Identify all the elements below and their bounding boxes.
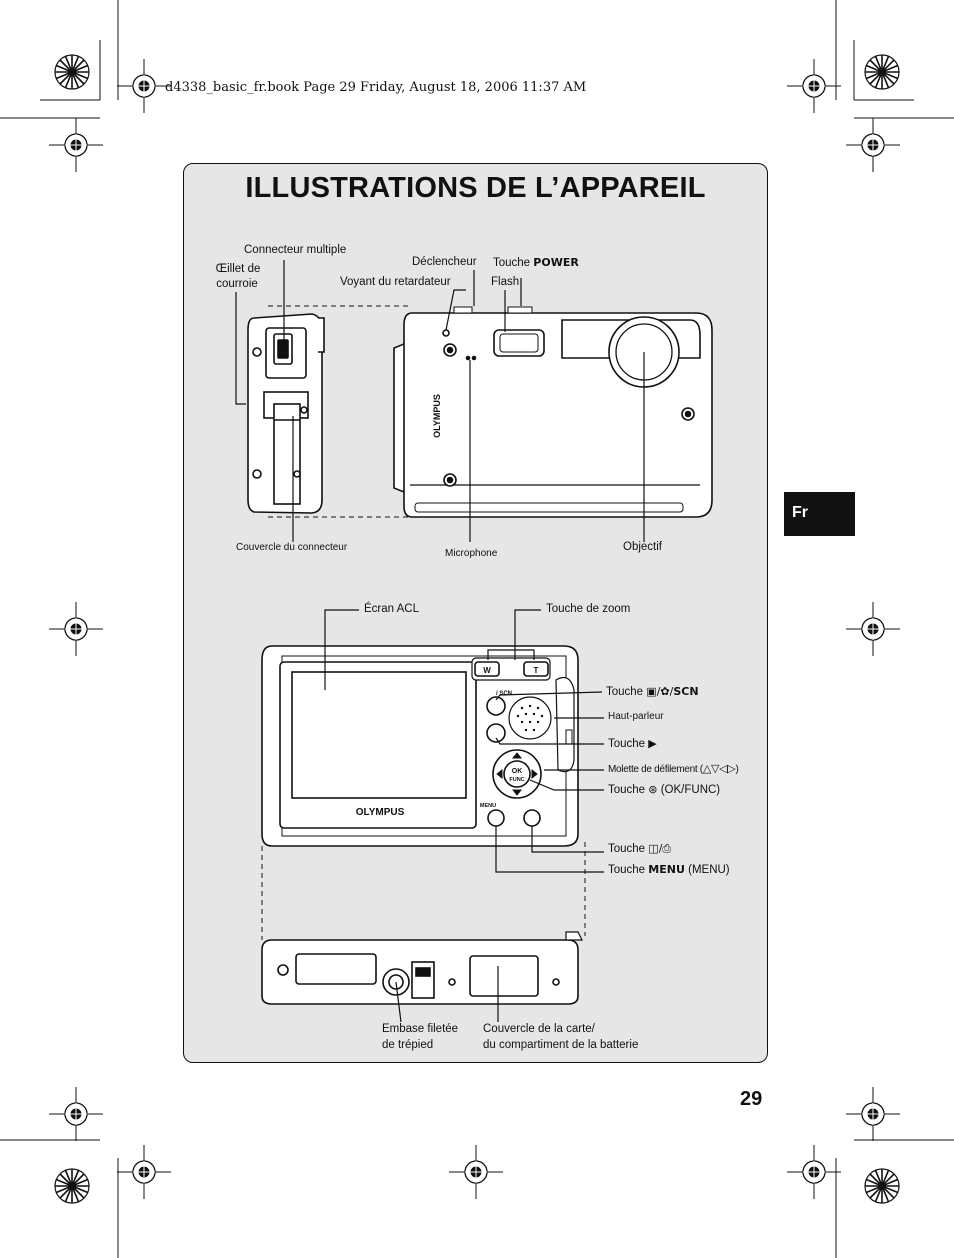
dial-arrows <box>496 752 538 796</box>
scn-small-mark: / SCN <box>496 691 512 697</box>
label-touche-zoom: Touche de zoom <box>546 603 631 615</box>
book-header-line: d4338_basic_fr.book Page 29 Friday, Augu… <box>165 80 587 95</box>
label-haut-parleur: Haut-parleur <box>608 711 664 722</box>
label-touche-mode: Touche ▣/✿/SCN <box>606 685 699 698</box>
label-touche-impression: Touche ◫/⎙ <box>608 842 672 855</box>
ok-mark: OK <box>512 768 523 775</box>
menu-mark: MENU <box>480 803 496 809</box>
label-touche-ok: Touche ⊛ (OK/FUNC) <box>608 783 721 796</box>
label-ecran-acl: Écran ACL <box>364 603 419 615</box>
label-couvercle-carte-1: Couvercle de la carte/ <box>483 1023 595 1035</box>
front-brand-text: OLYMPUS <box>432 394 442 438</box>
label-touche-power: Touche POWER <box>493 256 579 269</box>
label-couvercle-connecteur: Couvercle du connecteur <box>236 542 348 553</box>
label-molette: Molette de défilement (△▽◁▷) <box>608 762 739 775</box>
label-connecteur-multiple: Connecteur multiple <box>244 244 347 256</box>
camera-side-view <box>247 313 325 514</box>
speaker-holes <box>516 704 544 732</box>
camera-bottom-view <box>261 931 583 1005</box>
label-objectif: Objectif <box>623 541 662 553</box>
label-oeillet-2: courroie <box>216 278 258 290</box>
label-couvercle-carte-2: du compartiment de la batterie <box>483 1039 639 1051</box>
camera-back-view <box>261 645 579 847</box>
leader-lines <box>235 260 645 1023</box>
label-touche-lecture: Touche ▶ <box>608 737 657 750</box>
func-mark: FUNC <box>509 777 524 783</box>
zoom-w-mark: W <box>483 666 491 675</box>
label-embase-1: Embase filetée <box>382 1023 459 1035</box>
label-oeillet-1: Œillet de <box>215 263 261 275</box>
back-brand-text: OLYMPUS <box>356 807 405 818</box>
label-declencheur: Déclencheur <box>412 256 477 268</box>
label-microphone: Microphone <box>445 548 498 559</box>
zoom-t-mark: T <box>534 666 539 675</box>
label-flash: Flash <box>491 276 520 288</box>
label-voyant: Voyant du retardateur <box>340 276 451 288</box>
label-touche-menu: Touche MENU (MENU) <box>608 863 730 876</box>
page-number: 29 <box>740 1088 763 1110</box>
label-embase-2: de trépied <box>382 1039 434 1051</box>
language-tab: Fr <box>784 492 855 536</box>
page-title: ILLUSTRATIONS DE L’APPAREIL <box>245 172 706 204</box>
